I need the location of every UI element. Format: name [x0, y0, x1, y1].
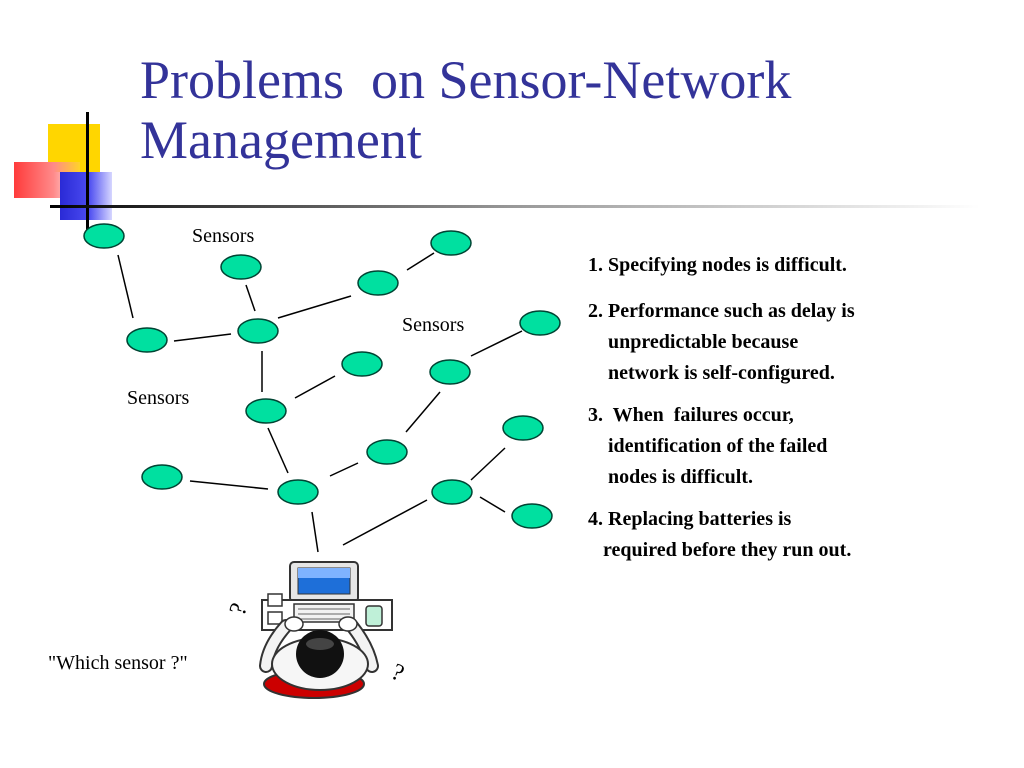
- sensors-label-top: Sensors: [192, 225, 255, 247]
- sensor-node-2: [220, 254, 262, 280]
- network-link-13: [311, 511, 319, 553]
- sensor-node-9: [429, 359, 471, 385]
- sensor-node-11: [366, 439, 408, 465]
- operator-quote: "Which sensor ?": [48, 652, 188, 674]
- network-link-3: [245, 284, 256, 312]
- title-line-1: Problems on Sensor-Network: [140, 50, 792, 110]
- problem-item-4: 4. Replacing batteries is required befor…: [588, 504, 1008, 566]
- problem-item-2: 2. Performance such as delay is unpredic…: [588, 296, 1008, 389]
- sensor-node-12: [502, 415, 544, 441]
- problem-item-3: 3. When failures occur, identification o…: [588, 400, 1008, 493]
- sensor-node-6: [237, 318, 279, 344]
- problem-item-1: 1. Specifying nodes is difficult.: [588, 250, 1008, 281]
- network-link-5: [406, 252, 435, 271]
- problem-2-line-2: unpredictable because: [588, 331, 799, 353]
- problem-1-line-1: 1. Specifying nodes is difficult.: [588, 254, 847, 276]
- title-line-2: Management: [140, 110, 422, 170]
- problem-2-line-3: network is self-configured.: [588, 362, 835, 384]
- title-underline-rule: [50, 205, 980, 208]
- problem-4-line-2: required before they run out.: [588, 539, 852, 561]
- network-link-4: [277, 295, 352, 319]
- sensor-node-13: [141, 464, 183, 490]
- network-link-11: [329, 462, 359, 477]
- problem-3-line-1: 3. When failures occur,: [588, 404, 794, 426]
- network-link-7: [294, 375, 336, 399]
- problem-3-line-3: nodes is difficult.: [588, 466, 754, 488]
- sensor-node-8: [341, 351, 383, 377]
- network-link-14: [342, 499, 428, 546]
- sensor-node-4: [357, 270, 399, 296]
- sensors-label-right: Sensors: [402, 314, 465, 336]
- sensor-node-15: [431, 479, 473, 505]
- sensor-node-10: [245, 398, 287, 424]
- sensor-node-16: [511, 503, 553, 529]
- corner-vertical-rule: [86, 112, 89, 230]
- sensor-node-5: [126, 327, 168, 353]
- network-link-15: [470, 447, 506, 481]
- network-nodes: [83, 223, 561, 529]
- problem-2-line-1: 2. Performance such as delay is: [588, 300, 855, 322]
- network-links: [117, 252, 523, 553]
- network-link-2: [173, 333, 232, 342]
- network-link-12: [189, 480, 269, 490]
- sensor-node-7: [519, 310, 561, 336]
- network-link-9: [405, 391, 441, 433]
- sensor-node-1: [83, 223, 125, 249]
- network-link-8: [470, 330, 523, 357]
- network-link-10: [267, 427, 289, 474]
- network-link-1: [117, 254, 134, 319]
- network-link-16: [479, 496, 506, 513]
- sensor-node-14: [277, 479, 319, 505]
- computer-operator-clipart-icon: [259, 561, 393, 699]
- problem-3-line-2: identification of the failed: [588, 435, 828, 457]
- sensor-node-3: [430, 230, 472, 256]
- problems-list: 1. Specifying nodes is difficult. 2. Per…: [588, 250, 1008, 577]
- slide-title: Problems on Sensor-Network Management: [140, 50, 791, 170]
- sensors-label-left: Sensors: [127, 387, 190, 409]
- problem-4-line-1: 4. Replacing batteries is: [588, 508, 792, 530]
